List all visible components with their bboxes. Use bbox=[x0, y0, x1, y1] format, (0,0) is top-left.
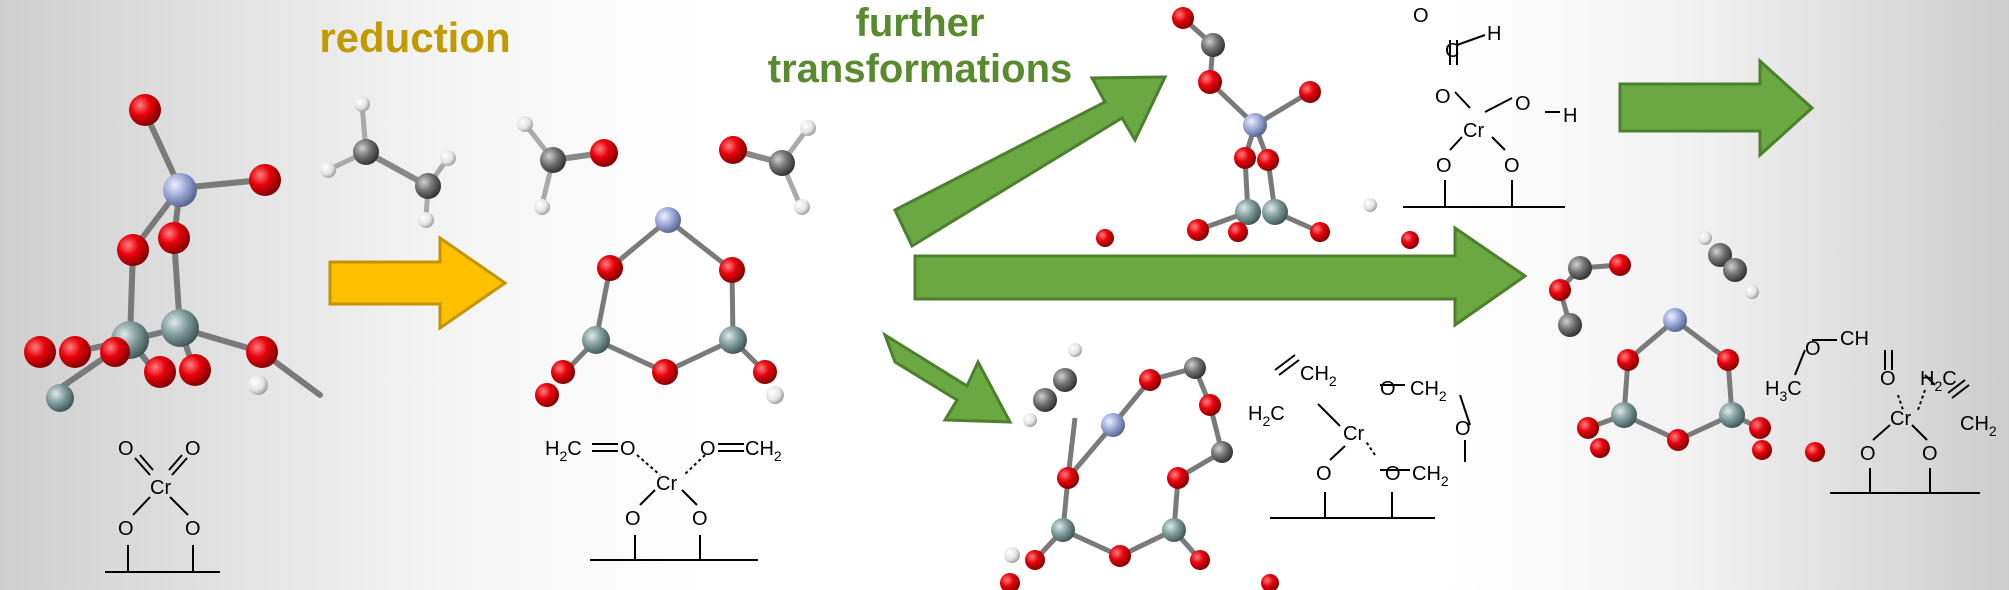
svg-text:H3C: H3C bbox=[1765, 378, 1802, 404]
svg-text:O: O bbox=[1504, 155, 1520, 177]
svg-text:O: O bbox=[118, 518, 134, 540]
svg-text:CH2: CH2 bbox=[1300, 363, 1337, 389]
bottom-center-cluster bbox=[1000, 343, 1279, 590]
svg-text:O: O bbox=[1805, 338, 1821, 360]
further-transformations-label: further transformations bbox=[740, 0, 1100, 92]
reduction-arrow bbox=[328, 235, 508, 331]
svg-text:O: O bbox=[1435, 86, 1451, 108]
structure-formula-5-labels: O CH O H3C H2C CH2 Cr O O bbox=[1765, 328, 1997, 465]
structure-formula-3 bbox=[1403, 34, 1565, 208]
svg-text:O: O bbox=[185, 438, 201, 460]
svg-text:O: O bbox=[1413, 5, 1429, 27]
structure-formula-1-labels: Cr O O O O bbox=[118, 438, 201, 540]
svg-text:H2C: H2C bbox=[545, 438, 582, 464]
svg-text:O: O bbox=[1380, 378, 1396, 400]
svg-text:O: O bbox=[185, 518, 201, 540]
svg-text:Cr: Cr bbox=[1343, 423, 1364, 445]
structure-formula-3-labels: O C H O Cr O H O O bbox=[1413, 5, 1577, 177]
svg-text:Cr: Cr bbox=[1463, 120, 1484, 142]
svg-text:O: O bbox=[692, 508, 708, 530]
svg-text:CH2: CH2 bbox=[1960, 413, 1997, 439]
svg-text:H: H bbox=[1563, 105, 1577, 127]
structure-formula-4-labels: CH2 H2C Cr O CH2 O O CH2 O bbox=[1248, 363, 1471, 489]
svg-text:H2C: H2C bbox=[1248, 403, 1285, 429]
arrow-to-products bbox=[1618, 57, 1815, 159]
svg-text:C: C bbox=[1445, 40, 1459, 62]
svg-text:H: H bbox=[1487, 23, 1501, 45]
svg-text:O: O bbox=[1880, 368, 1896, 390]
svg-text:O: O bbox=[1860, 443, 1876, 465]
svg-text:Cr: Cr bbox=[150, 477, 171, 499]
svg-text:Cr: Cr bbox=[1890, 408, 1911, 430]
structure-formula-4 bbox=[1270, 354, 1471, 519]
arrow-straight bbox=[913, 225, 1528, 328]
formaldehyde-molecule-1 bbox=[517, 116, 618, 215]
svg-text:O: O bbox=[1436, 155, 1452, 177]
right-cluster bbox=[1549, 231, 1825, 462]
svg-text:O: O bbox=[1455, 418, 1471, 440]
svg-text:Cr: Cr bbox=[656, 473, 677, 495]
arrow-down-right bbox=[882, 331, 1013, 424]
svg-text:CH: CH bbox=[1840, 328, 1869, 350]
further-label-line2: transformations bbox=[767, 47, 1073, 91]
further-label-line1: further bbox=[855, 1, 985, 45]
reduction-label: reduction bbox=[319, 14, 511, 61]
arrow-up-right bbox=[893, 75, 1168, 249]
svg-text:O: O bbox=[1385, 463, 1401, 485]
svg-text:O: O bbox=[1515, 93, 1531, 115]
svg-text:O: O bbox=[625, 508, 641, 530]
svg-text:CH2: CH2 bbox=[745, 438, 782, 464]
svg-text:O: O bbox=[1922, 443, 1938, 465]
svg-text:O: O bbox=[700, 438, 716, 460]
structure-formula-5 bbox=[1794, 339, 1980, 494]
svg-text:O: O bbox=[118, 438, 134, 460]
ethylene-molecule-1 bbox=[320, 96, 456, 228]
svg-text:CH2: CH2 bbox=[1412, 463, 1449, 489]
top-right-cluster bbox=[1096, 7, 1419, 249]
svg-text:CH2: CH2 bbox=[1410, 378, 1447, 404]
svg-text:O: O bbox=[1316, 463, 1332, 485]
cluster-1-atoms bbox=[24, 94, 281, 412]
structure-formula-2 bbox=[590, 443, 758, 561]
structure-formula-1 bbox=[105, 454, 220, 573]
reduced-cluster-ring bbox=[535, 207, 784, 407]
structure-formula-2-labels: H2C O O CH2 Cr O O bbox=[545, 438, 782, 530]
svg-text:O: O bbox=[620, 438, 636, 460]
formaldehyde-molecule-2 bbox=[719, 120, 816, 215]
